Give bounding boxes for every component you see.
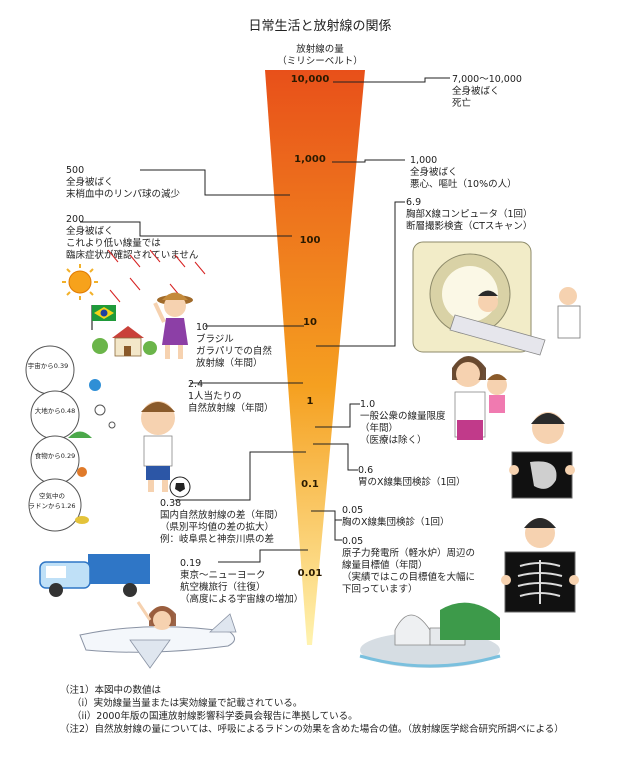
bubble-radon-1: 空気中の [39, 491, 65, 500]
footnotes: （注1）本図中の数値は （i）実効線量当量または実効線量で記載されている。 （i… [60, 684, 630, 736]
bubble-ground: 大地から0.48 [35, 406, 75, 415]
bubble-cosmic: 宇宙から0.39 [28, 361, 68, 370]
note-1-i: （i）実効線量当量または実効線量で記載されている。 [72, 698, 303, 709]
airplane-illustration [79, 601, 237, 669]
leader-lines [80, 77, 450, 563]
nuclear-plant-illustration [359, 602, 501, 668]
natural-radiation-bubble [25, 345, 116, 532]
note-2: （注2）自然放射線の量については、呼吸によるラドンの効果を含めた場合の値。（放射… [60, 724, 564, 735]
dose-cone [265, 70, 365, 645]
girl-in-hat-illustration [153, 292, 193, 359]
scale-mark: 10,000 [291, 74, 330, 85]
bubble-food: 食物から0.29 [35, 451, 75, 460]
scale-mark: 1,000 [294, 154, 326, 165]
sun-icon [62, 264, 98, 300]
scale-marks: 10,000 1,000 100 10 1 0.1 0.01 [291, 74, 330, 579]
mother-and-child-illustration [452, 356, 507, 440]
note-1: （注1）本図中の数値は [60, 685, 162, 696]
scale-mark: 0.01 [298, 568, 323, 579]
chest-xray-illustration [501, 518, 579, 613]
axis-label: 放射線の量 [296, 43, 344, 55]
brazil-flag-icon [91, 305, 116, 330]
axis-unit: （ミリシーベルト） [277, 55, 363, 67]
scale-mark: 100 [300, 235, 321, 246]
house-icon [92, 326, 157, 357]
title: 日常生活と放射線の関係 [248, 18, 391, 34]
scale-mark: 1 [307, 396, 314, 407]
stomach-xray-illustration [509, 412, 575, 499]
ct-scanner-illustration [412, 241, 581, 356]
scale-mark: 10 [303, 317, 317, 328]
bubble-radon-2: ラドンから1.26 [29, 502, 76, 510]
note-1-ii: （ii）2000年版の国連放射線影響科学委員会報告に準拠している。 [72, 711, 358, 722]
truck-illustration [39, 554, 150, 597]
boy-with-ball-illustration [141, 401, 191, 498]
scale-mark: 0.1 [301, 479, 319, 490]
